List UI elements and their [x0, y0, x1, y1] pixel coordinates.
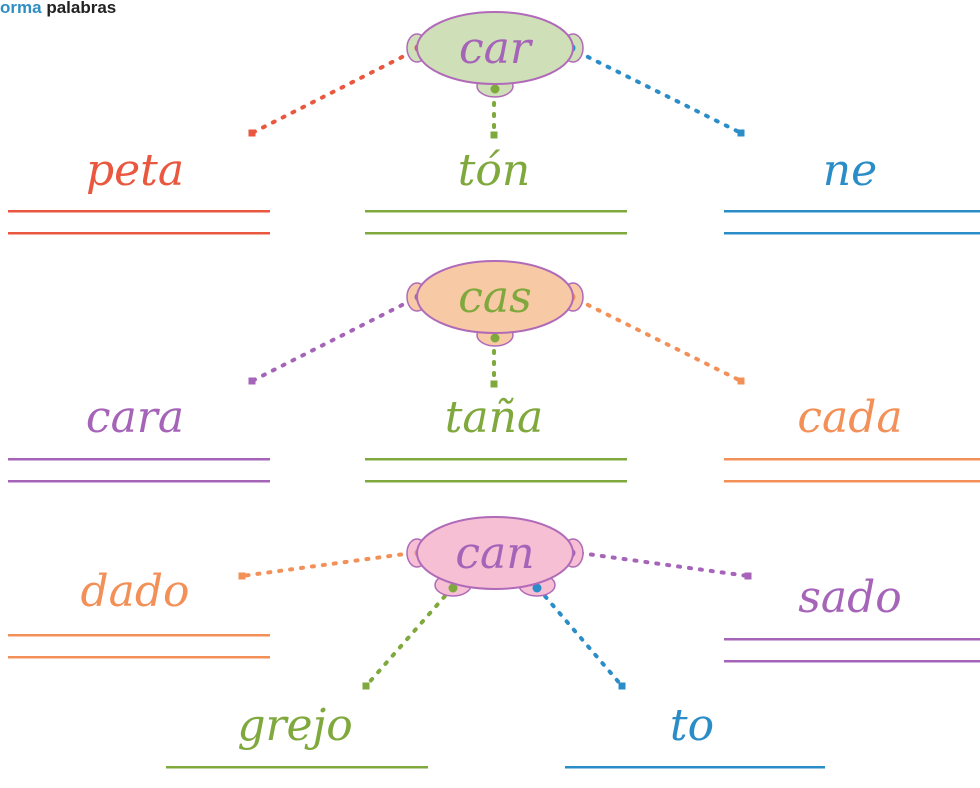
- syllable-bubble-can: can: [406, 516, 584, 597]
- connector-end-dot: [248, 377, 256, 385]
- connector-car-ne: [576, 50, 743, 135]
- connector-can-sado: [578, 551, 750, 578]
- connector-end-dot: [737, 129, 745, 137]
- bubble-body: [416, 260, 574, 334]
- writing-line-bottom[interactable]: [8, 480, 270, 483]
- syllable-group-car: car peta tón ne: [8, 11, 980, 235]
- writing-line-top[interactable]: [565, 766, 825, 769]
- word-text: dado: [80, 566, 189, 617]
- title-accent: orma: [0, 0, 42, 17]
- bubble-knob-dot: [448, 583, 458, 593]
- syllable-text: cas: [458, 272, 531, 323]
- syllable-text: can: [455, 528, 534, 579]
- bubble-body: [416, 516, 574, 590]
- word-text: cada: [797, 392, 902, 443]
- syllable-group-can: can dado sado grejo to: [8, 516, 980, 769]
- word-item-to: to: [565, 700, 825, 769]
- bubble-knob-dot: [532, 583, 542, 593]
- writing-line-top[interactable]: [8, 210, 270, 213]
- word-item-ne: ne: [724, 145, 980, 235]
- word-item-tón: tón: [365, 145, 627, 235]
- connector-end-dot: [744, 572, 752, 580]
- word-text: sado: [798, 572, 901, 623]
- writing-line-bottom[interactable]: [365, 232, 627, 235]
- writing-line-top[interactable]: [8, 634, 270, 637]
- word-item-peta: peta: [8, 145, 270, 235]
- word-item-cara: cara: [8, 392, 270, 483]
- word-item-taña: taña: [365, 392, 627, 483]
- word-text: cara: [86, 392, 184, 443]
- connector-end-dot: [490, 131, 498, 139]
- syllable-bubble-cas: cas: [406, 260, 584, 347]
- word-text: ne: [823, 145, 877, 196]
- connector-car-peta: [250, 50, 414, 135]
- writing-line-bottom[interactable]: [8, 656, 270, 659]
- connector-cas-cara: [250, 298, 414, 383]
- writing-line-bottom[interactable]: [724, 480, 980, 483]
- bubble-body: [416, 11, 574, 85]
- connector-end-dot: [362, 682, 370, 690]
- connector-end-dot: [248, 129, 256, 137]
- word-item-grejo: grejo: [166, 700, 428, 769]
- writing-line-bottom[interactable]: [724, 232, 980, 235]
- writing-line-top[interactable]: [365, 458, 627, 461]
- syllable-group-cas: cas cara taña cada: [8, 260, 980, 483]
- connector-end-dot: [490, 380, 498, 388]
- word-item-dado: dado: [8, 566, 270, 659]
- writing-line-bottom[interactable]: [365, 480, 627, 483]
- title-rest: palabras: [46, 0, 117, 17]
- word-text: grejo: [237, 700, 352, 751]
- connector-end-dot: [737, 377, 745, 385]
- writing-line-bottom[interactable]: [724, 660, 980, 663]
- writing-line-top[interactable]: [724, 638, 980, 641]
- writing-line-bottom[interactable]: [8, 232, 270, 235]
- bubble-knob-dot: [490, 333, 500, 343]
- word-text: tón: [458, 145, 531, 196]
- word-item-cada: cada: [724, 392, 980, 483]
- syllable-bubble-car: car: [406, 11, 584, 98]
- exercise-title: orma palabras: [0, 0, 116, 18]
- syllable-text: car: [459, 23, 534, 74]
- connector-cas-cada: [576, 298, 743, 383]
- word-text: to: [670, 700, 714, 751]
- word-item-sado: sado: [724, 572, 980, 663]
- writing-line-top[interactable]: [8, 458, 270, 461]
- connector-can-grejo: [364, 586, 454, 688]
- word-text: peta: [86, 145, 184, 196]
- connector-end-dot: [618, 682, 626, 690]
- bubble-knob-dot: [490, 84, 500, 94]
- writing-line-top[interactable]: [365, 210, 627, 213]
- writing-line-top[interactable]: [724, 210, 980, 213]
- word-text: taña: [445, 392, 543, 443]
- connector-can-dado: [240, 551, 414, 578]
- writing-line-top[interactable]: [724, 458, 980, 461]
- writing-line-top[interactable]: [166, 766, 428, 769]
- connector-end-dot: [238, 572, 246, 580]
- connector-can-to: [536, 586, 624, 688]
